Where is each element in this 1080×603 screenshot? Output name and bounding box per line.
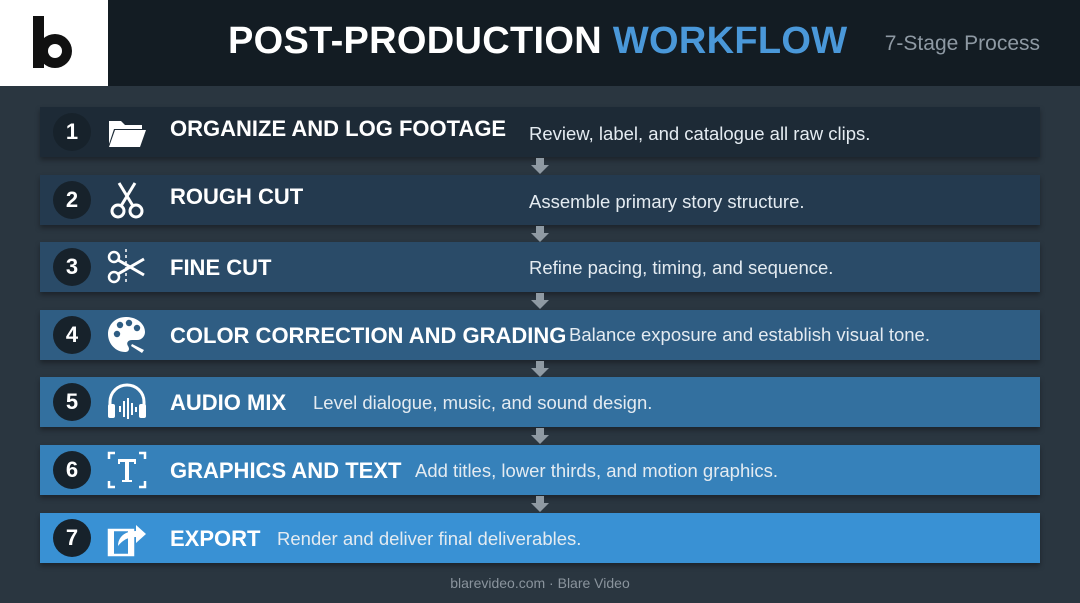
footer-credit: blarevideo.com · Blare Video	[450, 575, 630, 591]
step-title: EXPORT	[170, 526, 261, 551]
step-title: ROUGH CUT	[170, 184, 304, 209]
workflow-step-5: 5 AUDIO MIX Level dialogue, music, and s…	[40, 377, 1040, 427]
arrow-down-icon	[531, 293, 549, 309]
step-number: 7	[53, 519, 91, 557]
workflow-step-4: 4 COLOR CORRECTION AND GRADING Balance e…	[40, 310, 1040, 360]
step-title: GRAPHICS AND TEXT	[170, 458, 402, 483]
workflow-step-2: 2 ROUGH CUT Assemble primary story struc…	[40, 175, 1040, 225]
title-accent: WORKFLOW	[612, 20, 848, 62]
text-frame-icon	[106, 450, 148, 490]
page-title: POST-PRODUCTION WORKFLOW	[228, 20, 847, 63]
step-number: 3	[53, 248, 91, 286]
step-number: 5	[53, 383, 91, 421]
workflow-step-7: 7 EXPORT Render and deliver final delive…	[40, 513, 1040, 563]
step-description: Refine pacing, timing, and sequence.	[529, 257, 834, 278]
workflow-step-3: 3 FINE CUT Refine pacing, timing, and se…	[40, 242, 1040, 292]
step-description: Review, label, and catalogue all raw cli…	[529, 123, 871, 144]
arrow-down-icon	[531, 496, 549, 512]
workflow-step-1: 1 ORGANIZE AND LOG FOOTAGE Review, label…	[40, 107, 1040, 157]
arrow-down-icon	[531, 226, 549, 242]
blare-b-logo-icon	[33, 16, 72, 68]
step-description: Render and deliver final deliverables.	[277, 528, 582, 549]
step-number: 4	[53, 316, 91, 354]
step-title: AUDIO MIX	[170, 390, 287, 415]
export-icon	[106, 518, 148, 558]
scissors-icon	[106, 180, 148, 220]
arrow-down-icon	[531, 428, 549, 444]
palette-icon	[106, 315, 148, 355]
step-number: 2	[53, 181, 91, 219]
arrow-down-icon	[531, 361, 549, 377]
page-subtitle: 7-Stage Process	[884, 32, 1040, 55]
title-main: POST-PRODUCTION	[228, 20, 602, 62]
step-number: 6	[53, 451, 91, 489]
step-description: Level dialogue, music, and sound design.	[313, 392, 653, 413]
logo	[0, 0, 108, 86]
step-title: FINE CUT	[170, 255, 272, 280]
step-description: Add titles, lower thirds, and motion gra…	[415, 460, 778, 481]
header-bar: POST-PRODUCTION WORKFLOW 7-Stage Process	[0, 0, 1080, 86]
precision-scissors-icon	[106, 247, 148, 287]
step-number: 1	[53, 113, 91, 151]
headphones-icon	[106, 382, 148, 422]
step-description: Assemble primary story structure.	[529, 191, 805, 212]
folder-icon	[106, 112, 148, 152]
step-title: COLOR CORRECTION AND GRADING	[170, 323, 567, 348]
arrow-down-icon	[531, 158, 549, 174]
step-title: ORGANIZE AND LOG FOOTAGE	[170, 116, 507, 141]
step-description: Balance exposure and establish visual to…	[569, 324, 930, 345]
workflow-step-6: 6 GRAPHICS AND TEXT Add titles, lower th…	[40, 445, 1040, 495]
